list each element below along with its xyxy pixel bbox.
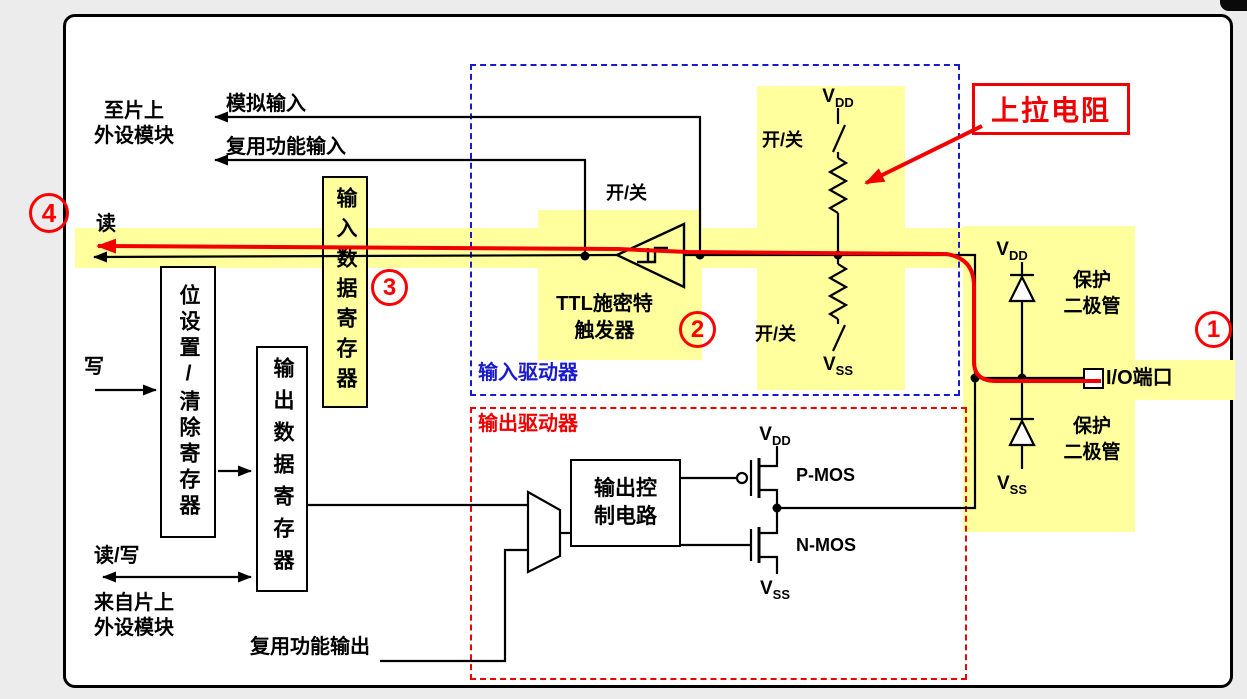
vdd-sub: DD bbox=[1008, 247, 1028, 263]
badge-2: 2 bbox=[679, 311, 716, 348]
output-control-line2: 制电路 bbox=[594, 505, 657, 528]
pmos-label: P-MOS bbox=[796, 465, 856, 485]
read-write-label: 读/写 bbox=[94, 545, 140, 567]
analog-input-label: 模拟输入 bbox=[226, 93, 306, 115]
vss-sub: SS bbox=[1009, 481, 1028, 497]
vss-sub: SS bbox=[772, 586, 791, 602]
output-driver-label: 输出驱动器 bbox=[478, 413, 578, 435]
schmitt-label-line2: 触发器 bbox=[574, 320, 635, 342]
vss-v: V bbox=[996, 473, 1010, 494]
protect-top-line1: 保护 bbox=[1072, 270, 1111, 291]
vdd-v: V bbox=[759, 424, 772, 445]
vdd-sub: DD bbox=[834, 94, 854, 110]
vdd-label-pullup: VDD bbox=[810, 84, 866, 115]
vss-label-protect: VSS bbox=[984, 471, 1040, 502]
io-pad-square bbox=[1083, 368, 1104, 389]
vss-v: V bbox=[822, 354, 836, 375]
bit-set-clear-register-box: 位设置/清除寄存器 bbox=[160, 266, 216, 538]
schmitt-trigger-label: TTL施密特 触发器 bbox=[532, 291, 677, 345]
to-onchip-label: 至片上 外设模块 bbox=[84, 99, 184, 149]
from-onchip-line2: 外设模块 bbox=[94, 617, 174, 639]
io-port-label: I/O端口 bbox=[1106, 367, 1173, 389]
input-data-register-box: 输入数据寄存器 bbox=[322, 176, 368, 408]
protect-top-line2: 二极管 bbox=[1063, 296, 1121, 317]
vss-sub: SS bbox=[835, 362, 854, 378]
badge-1: 1 bbox=[1195, 311, 1232, 348]
af-input-label: 复用功能输入 bbox=[226, 136, 346, 158]
protect-bottom-line1: 保护 bbox=[1072, 416, 1111, 437]
badge-3: 3 bbox=[371, 269, 408, 306]
protect-diode-label-top: 保护 二极管 bbox=[1056, 268, 1128, 320]
vdd-label-protect: VDD bbox=[984, 237, 1040, 268]
vdd-v: V bbox=[996, 239, 1009, 260]
vss-v: V bbox=[759, 578, 773, 599]
write-label: 写 bbox=[84, 356, 104, 378]
input-driver-label: 输入驱动器 bbox=[478, 362, 578, 384]
badge-4: 4 bbox=[29, 193, 69, 233]
to-onchip-line2: 外设模块 bbox=[94, 125, 174, 147]
input-driver-dashed-box bbox=[470, 64, 960, 396]
onoff-label-pullup: 开/关 bbox=[762, 130, 804, 150]
slide-corner-decoration bbox=[1220, 0, 1247, 11]
onoff-label-pulldown: 开/关 bbox=[755, 324, 797, 344]
onoff-label-schmitt: 开/关 bbox=[606, 183, 648, 203]
schmitt-label-line1: TTL施密特 bbox=[556, 293, 653, 315]
protect-bottom-line2: 二极管 bbox=[1063, 442, 1121, 463]
vdd-label-pmos: VDD bbox=[747, 422, 803, 453]
vdd-v: V bbox=[822, 86, 835, 107]
nmos-label: N-MOS bbox=[796, 535, 856, 555]
output-control-line1: 输出控 bbox=[594, 477, 657, 500]
protect-diode-label-bottom: 保护 二极管 bbox=[1056, 414, 1128, 466]
output-driver-dashed-box bbox=[470, 407, 967, 680]
vdd-sub: DD bbox=[771, 432, 791, 448]
output-control-box: 输出控 制电路 bbox=[570, 459, 681, 547]
to-onchip-line1: 至片上 bbox=[104, 100, 164, 122]
from-onchip-label: 来自片上 外设模块 bbox=[80, 591, 188, 641]
vss-label-pulldown: VSS bbox=[810, 352, 866, 383]
from-onchip-line1: 来自片上 bbox=[94, 592, 174, 614]
output-data-register-box: 输出数据寄存器 bbox=[256, 346, 308, 592]
pullup-resistor-callout: 上拉电阻 bbox=[972, 83, 1130, 135]
af-output-label: 复用功能输出 bbox=[250, 636, 370, 658]
vss-label-nmos: VSS bbox=[747, 576, 803, 607]
read-label: 读 bbox=[96, 213, 116, 235]
